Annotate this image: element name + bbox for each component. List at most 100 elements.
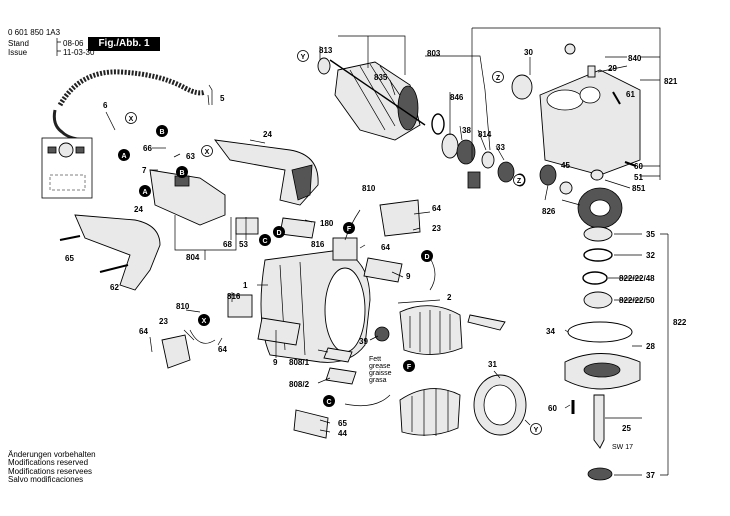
- callout-23-top: 23: [432, 224, 441, 233]
- callout-180: 180: [320, 219, 334, 228]
- doc-number: 0 601 850 1A3: [8, 28, 61, 37]
- marker-d: D: [273, 226, 285, 238]
- marker-group-open: X X Y Z Z Y: [125, 50, 542, 435]
- armature-winding: [349, 63, 411, 131]
- circlip: [431, 113, 445, 135]
- callout-35: 35: [646, 230, 655, 239]
- header-bracket: [56, 38, 61, 56]
- brush-holder: [332, 237, 358, 261]
- handle-insert: [291, 164, 313, 201]
- grease-note: Fett: [369, 356, 381, 363]
- callout-29: 29: [608, 64, 617, 73]
- callout-32: 32: [646, 251, 655, 260]
- brush-cap: [379, 199, 421, 237]
- callout-64-top: 64: [432, 204, 441, 213]
- svg-text:X: X: [129, 116, 134, 123]
- power-cable: [57, 69, 206, 107]
- svg-text:B: B: [159, 129, 164, 136]
- seal-ring-32: [583, 248, 613, 262]
- svg-text:B: B: [179, 170, 184, 177]
- marker-f: F: [343, 222, 355, 234]
- callout-25: 25: [622, 424, 631, 433]
- marker-x: X: [201, 145, 213, 157]
- callout-9-lower: 9: [273, 358, 278, 367]
- field-winding: [411, 388, 449, 436]
- callout-23-left: 23: [159, 317, 168, 326]
- callout-803: 803: [427, 49, 441, 58]
- marker-f: F: [403, 360, 415, 372]
- callout-851: 851: [632, 184, 646, 193]
- bearing: [441, 133, 459, 159]
- svg-text:Y: Y: [534, 427, 539, 434]
- brush-holder: [227, 294, 253, 318]
- label-808-1: [323, 347, 353, 363]
- svg-text:D: D: [276, 230, 281, 237]
- bearing-flange-hub: [583, 362, 621, 378]
- callout-65-bottom: 65: [338, 419, 347, 428]
- stand-value: 08-06: [63, 39, 84, 48]
- footer-line: Änderungen vorbehalten: [8, 450, 96, 459]
- spindle-25: [593, 394, 605, 449]
- leader-lines: [105, 27, 669, 476]
- marker-b: B: [176, 166, 188, 178]
- marker-e: X: [198, 314, 210, 326]
- switch-assembly: [149, 169, 226, 226]
- callout-34: 34: [546, 327, 555, 336]
- callout-846: 846: [450, 93, 464, 102]
- callout-30: 30: [524, 48, 533, 57]
- wrench-size-label: SW 17: [612, 444, 633, 451]
- label-808-2: [325, 367, 357, 385]
- switch-slider: [235, 217, 259, 235]
- callout-826: 826: [542, 207, 556, 216]
- grease-note: graisse: [369, 370, 392, 377]
- figure-label: Fig./Abb. 1: [88, 37, 160, 51]
- callout-5: 5: [220, 94, 225, 103]
- callout-2: 2: [447, 293, 452, 302]
- callout-822: 822: [673, 318, 687, 327]
- svg-text:Z: Z: [496, 75, 501, 82]
- bearing-813: [317, 57, 331, 75]
- spring-29: [587, 65, 596, 78]
- callout-821: 821: [664, 77, 678, 86]
- marker-z: Z: [492, 71, 504, 83]
- svg-text:D: D: [424, 254, 429, 261]
- callout-66: 66: [143, 144, 152, 153]
- issue-label: Issue: [8, 48, 28, 57]
- callout-808-1: 808/1: [289, 358, 310, 367]
- marker-b: B: [156, 125, 168, 137]
- callout-44: 44: [338, 429, 347, 438]
- pinion-part: [467, 171, 481, 189]
- svg-text:X: X: [202, 318, 207, 325]
- gear-housing-port: [546, 89, 584, 111]
- footer-notes: Änderungen vorbehalten Modifications res…: [8, 450, 96, 485]
- armature-fan: [397, 85, 419, 131]
- circlip-822-22-48: [582, 271, 608, 285]
- callout-840: 840: [628, 54, 642, 63]
- callout-6: 6: [103, 101, 108, 110]
- grease-note: grasa: [369, 377, 387, 384]
- grease-note: grease: [369, 363, 391, 370]
- svg-text:A: A: [121, 153, 126, 160]
- marker-c: C: [259, 234, 271, 246]
- callout-51: 51: [634, 173, 643, 182]
- plug-pin-icon: [75, 146, 85, 154]
- callout-68: 68: [223, 240, 232, 249]
- armature: [334, 61, 421, 141]
- marker-a: A: [139, 185, 151, 197]
- marker-x: X: [125, 112, 137, 124]
- bearing-851: [559, 181, 573, 195]
- nameplate: [257, 317, 301, 346]
- cable-sleeve: [52, 109, 91, 142]
- marker-a: A: [118, 149, 130, 161]
- stand-label: Stand: [8, 39, 29, 48]
- svg-text:Y: Y: [301, 54, 306, 61]
- crown-gear-hub: [589, 199, 611, 217]
- gear-housing: [539, 69, 641, 176]
- callout-62: 62: [110, 283, 119, 292]
- callout-45: 45: [561, 161, 570, 170]
- pinion-33: [497, 161, 515, 183]
- nut-37: [587, 467, 613, 481]
- callout-822-22-48: 822/22/48: [619, 274, 655, 283]
- svg-text:A: A: [142, 189, 147, 196]
- marker-y: Y: [530, 423, 542, 435]
